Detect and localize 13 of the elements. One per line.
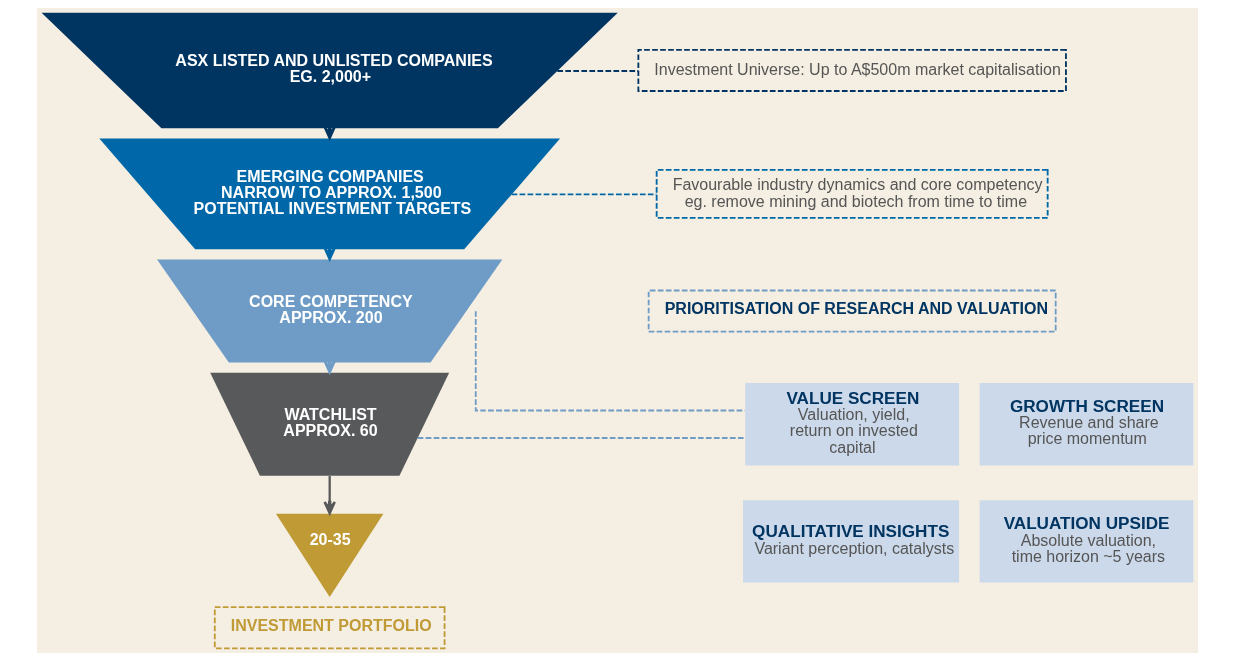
node-box: GROWTH SCREEN Revenue and share price momentum bbox=[979, 383, 1193, 466]
node-box: Investment Universe: Up to A$500m market capitalisation bbox=[636, 48, 1067, 92]
node-box: VALUATION UPSIDE Absolute valuation, time horizon ~5 years bbox=[979, 500, 1193, 583]
connector bbox=[555, 70, 639, 72]
connector bbox=[510, 193, 657, 196]
node-box: INVESTMENT PORTFOLIO bbox=[213, 606, 445, 650]
node-box: VALUE SCREEN Valuation, yield, return on invested capital bbox=[744, 383, 959, 466]
arrow bbox=[322, 476, 336, 515]
connector bbox=[474, 310, 746, 412]
node-box: QUALITATIVE INSIGHTS Variant perception, catalysts bbox=[742, 500, 959, 583]
node-box: PRIORITISATION OF RESEARCH AND VALUATION bbox=[647, 289, 1057, 333]
connector bbox=[416, 437, 746, 439]
node-box: Favourable industry dynamics and core competency eg. remove mining and biotech from time to time bbox=[655, 168, 1049, 219]
